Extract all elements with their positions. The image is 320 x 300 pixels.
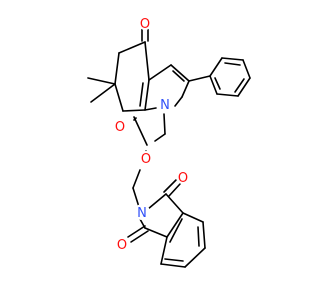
bond [144,107,157,111]
bond [122,109,146,112]
bond [160,263,186,268]
atom-label-bg [134,204,150,220]
bond [202,221,206,249]
atom-label-bg [176,170,190,184]
bond [224,62,241,66]
bond [221,57,244,61]
bond [163,113,166,135]
bond [127,225,146,238]
oxygen-atom-ketone: O [140,17,150,32]
bond [133,117,137,121]
oxygen-atom-imide-bottom: O [117,238,127,253]
bond [139,82,144,107]
bond [237,77,251,97]
oxygen-atom-imide-top: O [178,171,188,186]
oxygen-atom-ester-carbonyl: O [115,120,125,135]
bond [165,193,184,214]
bond [90,83,116,103]
bond [166,212,184,238]
bond [234,78,245,93]
bond [181,80,190,98]
atom-label-bg [139,151,153,165]
bond [114,83,124,112]
bond [148,64,172,81]
nitrogen-atom-imide: N [137,206,147,221]
nitrogen-atom-indole: N [160,98,170,113]
oxygen-atom-ester: O [141,152,151,167]
bond [147,193,167,210]
bond [168,183,181,197]
bond [209,57,223,77]
bond [130,230,149,243]
bond [132,169,141,189]
bond [160,236,168,265]
bond [172,70,185,82]
bond [114,52,120,85]
bond [118,41,146,54]
bond [163,179,177,193]
bond [169,218,183,243]
bond [214,77,221,90]
atom-label-bg [157,96,173,112]
atom-label-bg [115,237,129,251]
bond [216,93,239,97]
bond [144,227,168,238]
bond [188,75,211,82]
bond [170,64,190,82]
bond [164,258,184,262]
atom-labels: O N O O N O O [113,16,190,253]
bonds [87,27,251,268]
atom-label-bg [113,119,127,133]
bond [242,59,251,79]
bond [154,133,166,142]
bond [144,79,150,111]
atom-label-bg [138,16,152,30]
bond [132,187,140,208]
bond [209,75,218,95]
bond [133,116,148,146]
molecule-canvas: O N O O N O O [87,16,251,268]
molecule-structure: O N O O N O O [87,16,251,268]
bond [87,77,116,85]
bond [184,247,206,268]
bond [182,212,204,223]
bond [174,96,183,107]
bond [197,226,200,247]
bond [144,41,150,81]
